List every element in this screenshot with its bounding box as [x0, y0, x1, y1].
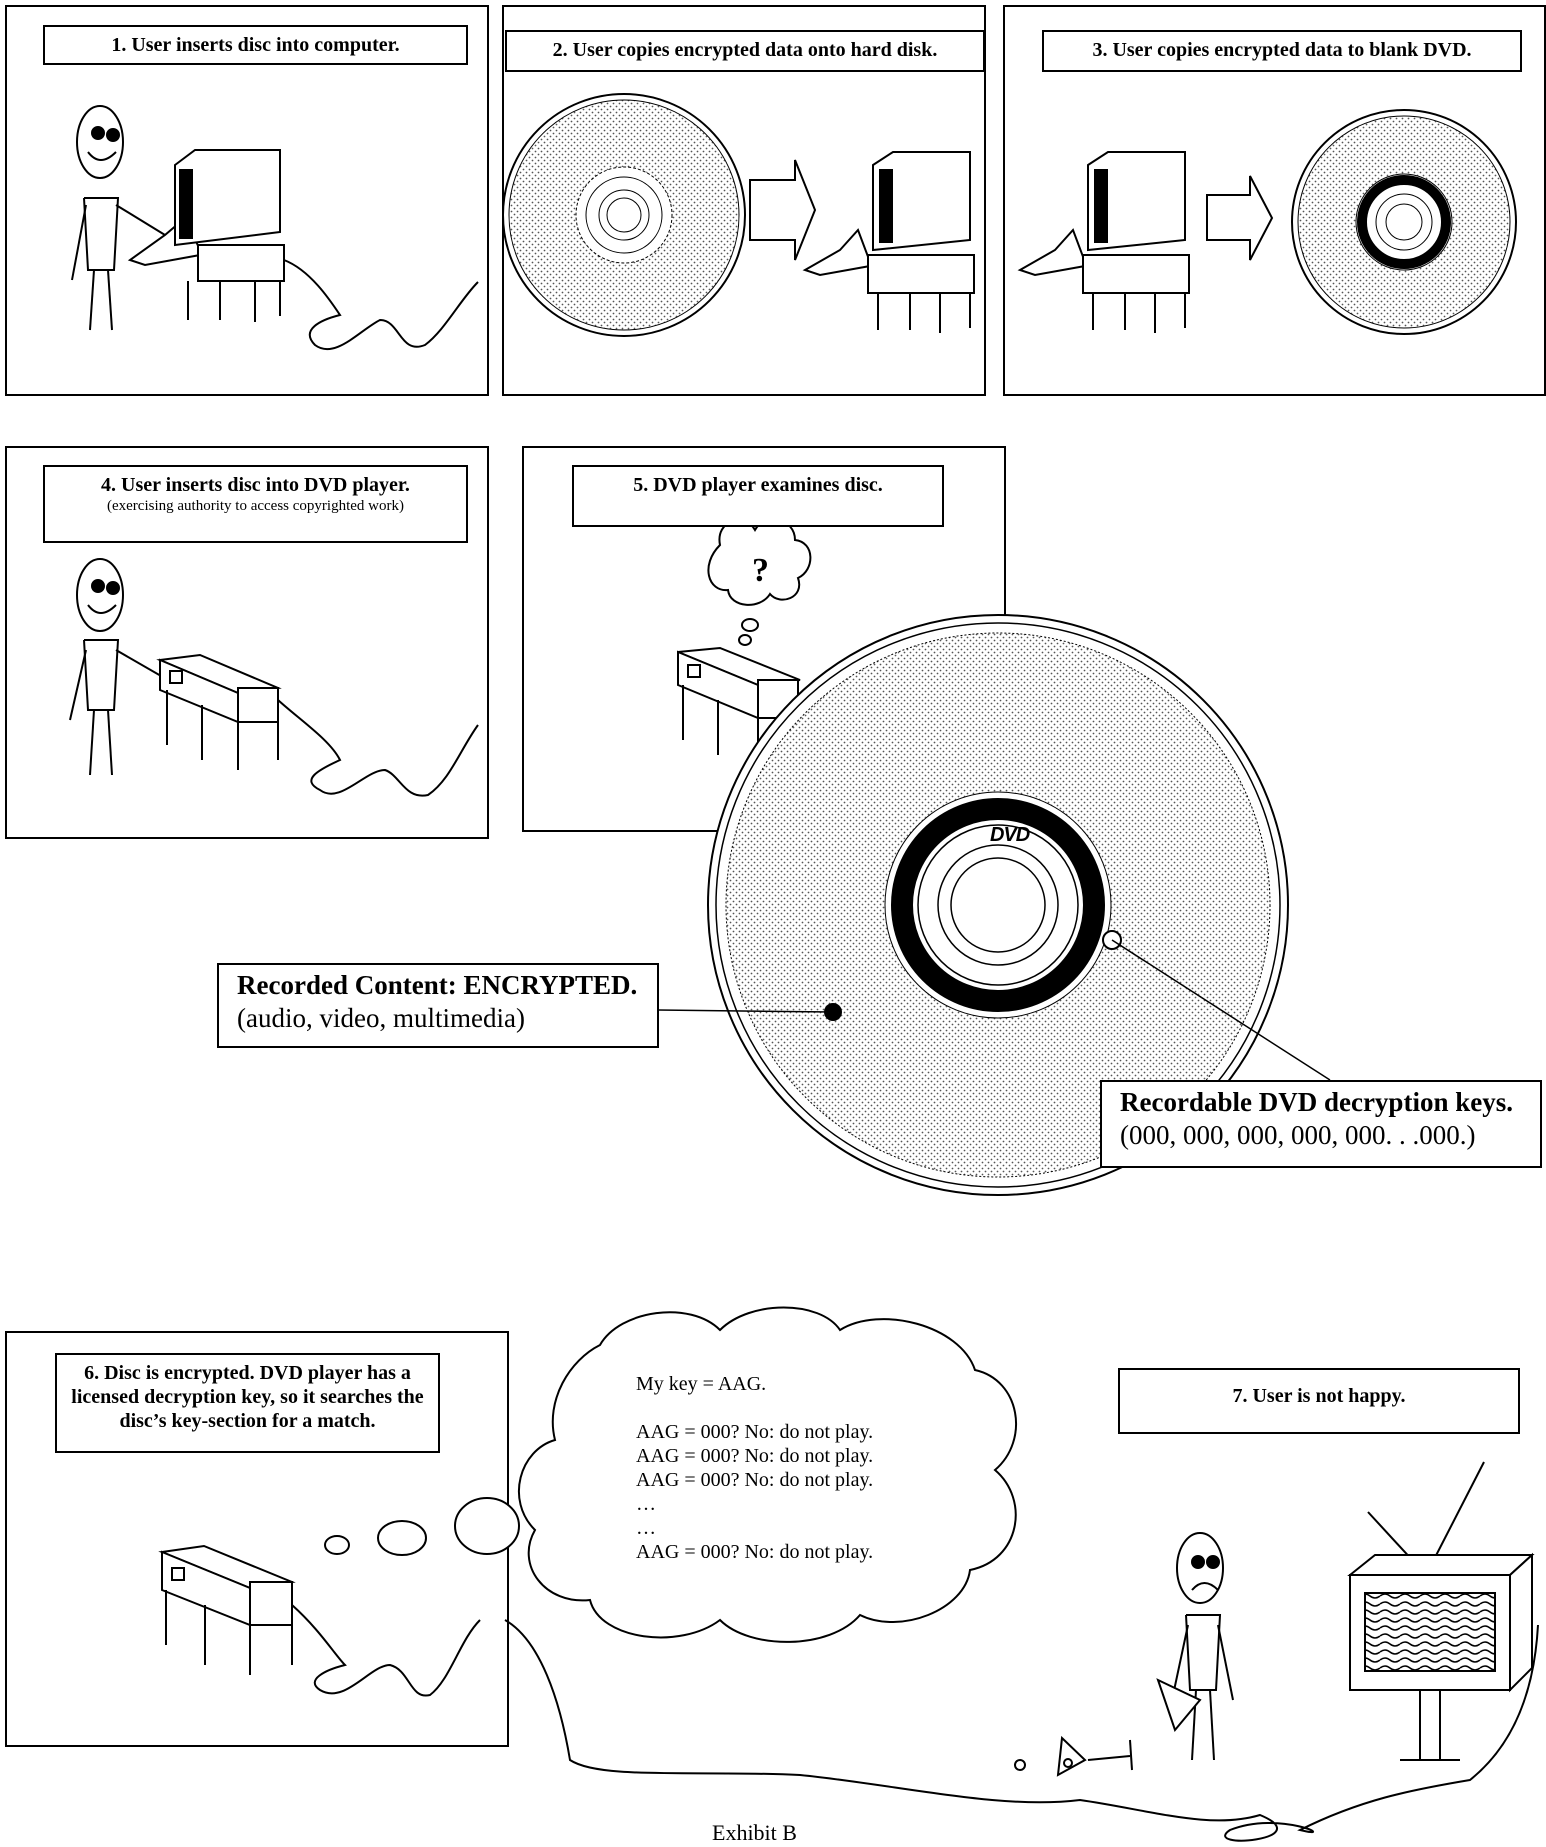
caption-text: 3. User copies encrypted data to blank D…	[1092, 39, 1471, 61]
thought-dots	[325, 1498, 519, 1555]
power-cord-6	[292, 1605, 480, 1696]
thought-line: AAG = 000? No: do not play.	[636, 1420, 936, 1444]
callout-title: Recorded Content: ENCRYPTED.	[237, 970, 637, 1000]
exhibit-label: Exhibit B	[712, 1820, 797, 1846]
disc-3	[1292, 110, 1516, 334]
thought-line: AAG = 000? No: do not play.	[636, 1444, 936, 1468]
computer-3	[1020, 152, 1189, 333]
caption-subtitle: (exercising authority to access copyrigh…	[53, 497, 458, 515]
stick-figure-happy	[70, 559, 168, 775]
computer-2	[805, 152, 974, 333]
disc-2	[503, 94, 745, 336]
stick-figure-sad	[1158, 1533, 1233, 1760]
panel-2-title: 2. User copies encrypted data onto hard …	[505, 30, 985, 72]
thought-line: …	[636, 1492, 936, 1516]
callout-title: Recordable DVD decryption keys.	[1120, 1087, 1513, 1117]
dvd-player-4	[160, 655, 278, 770]
caption-text: 6. Disc is encrypted. DVD player has a l…	[71, 1362, 423, 1432]
panel-3-title: 3. User copies encrypted data to blank D…	[1042, 30, 1522, 72]
caption-text: 5. DVD player examines disc.	[633, 474, 883, 496]
caption-text: 2. User copies encrypted data onto hard …	[553, 39, 938, 61]
dvd-player-6	[162, 1546, 292, 1675]
callout-subtitle: (000, 000, 000, 000, 000. . .000.)	[1120, 1120, 1475, 1150]
panel-5-title: 5. DVD player examines disc.	[572, 465, 944, 527]
thought-line: AAG = 000? No: do not play.	[636, 1468, 936, 1492]
thought-line	[636, 1396, 936, 1420]
power-cord-4	[278, 700, 478, 796]
thought-line: …	[636, 1516, 936, 1540]
dvd-logo: DVD	[990, 824, 1029, 847]
caption-text: 1. User inserts disc into computer.	[111, 34, 399, 56]
tv-set	[1350, 1462, 1532, 1760]
question-mark: ?	[752, 552, 769, 590]
arrow-right-icon	[1207, 176, 1272, 260]
thought-line: My key = AAG.	[636, 1372, 936, 1396]
dropped-remote	[1015, 1738, 1132, 1775]
thought-text: My key = AAG. AAG = 000? No: do not play…	[636, 1372, 936, 1564]
arrow-right-icon	[750, 160, 815, 260]
decryption-keys-callout: Recordable DVD decryption keys. (000, 00…	[1100, 1080, 1542, 1168]
caption-text: 7. User is not happy.	[1232, 1385, 1405, 1407]
thought-line: AAG = 000? No: do not play.	[636, 1540, 936, 1564]
power-cord-1	[284, 260, 478, 349]
stick-figure-happy	[72, 106, 165, 330]
panel-6-title: 6. Disc is encrypted. DVD player has a l…	[55, 1353, 440, 1453]
callout-subtitle: (audio, video, multimedia)	[237, 1003, 525, 1033]
computer-1	[130, 150, 284, 322]
panel-7-title: 7. User is not happy.	[1118, 1368, 1520, 1434]
recorded-content-callout: Recorded Content: ENCRYPTED. (audio, vid…	[217, 963, 659, 1048]
caption-text: 4. User inserts disc into DVD player.	[101, 474, 410, 496]
panel-4-title: 4. User inserts disc into DVD player. (e…	[43, 465, 468, 543]
panel-1-title: 1. User inserts disc into computer.	[43, 25, 468, 65]
